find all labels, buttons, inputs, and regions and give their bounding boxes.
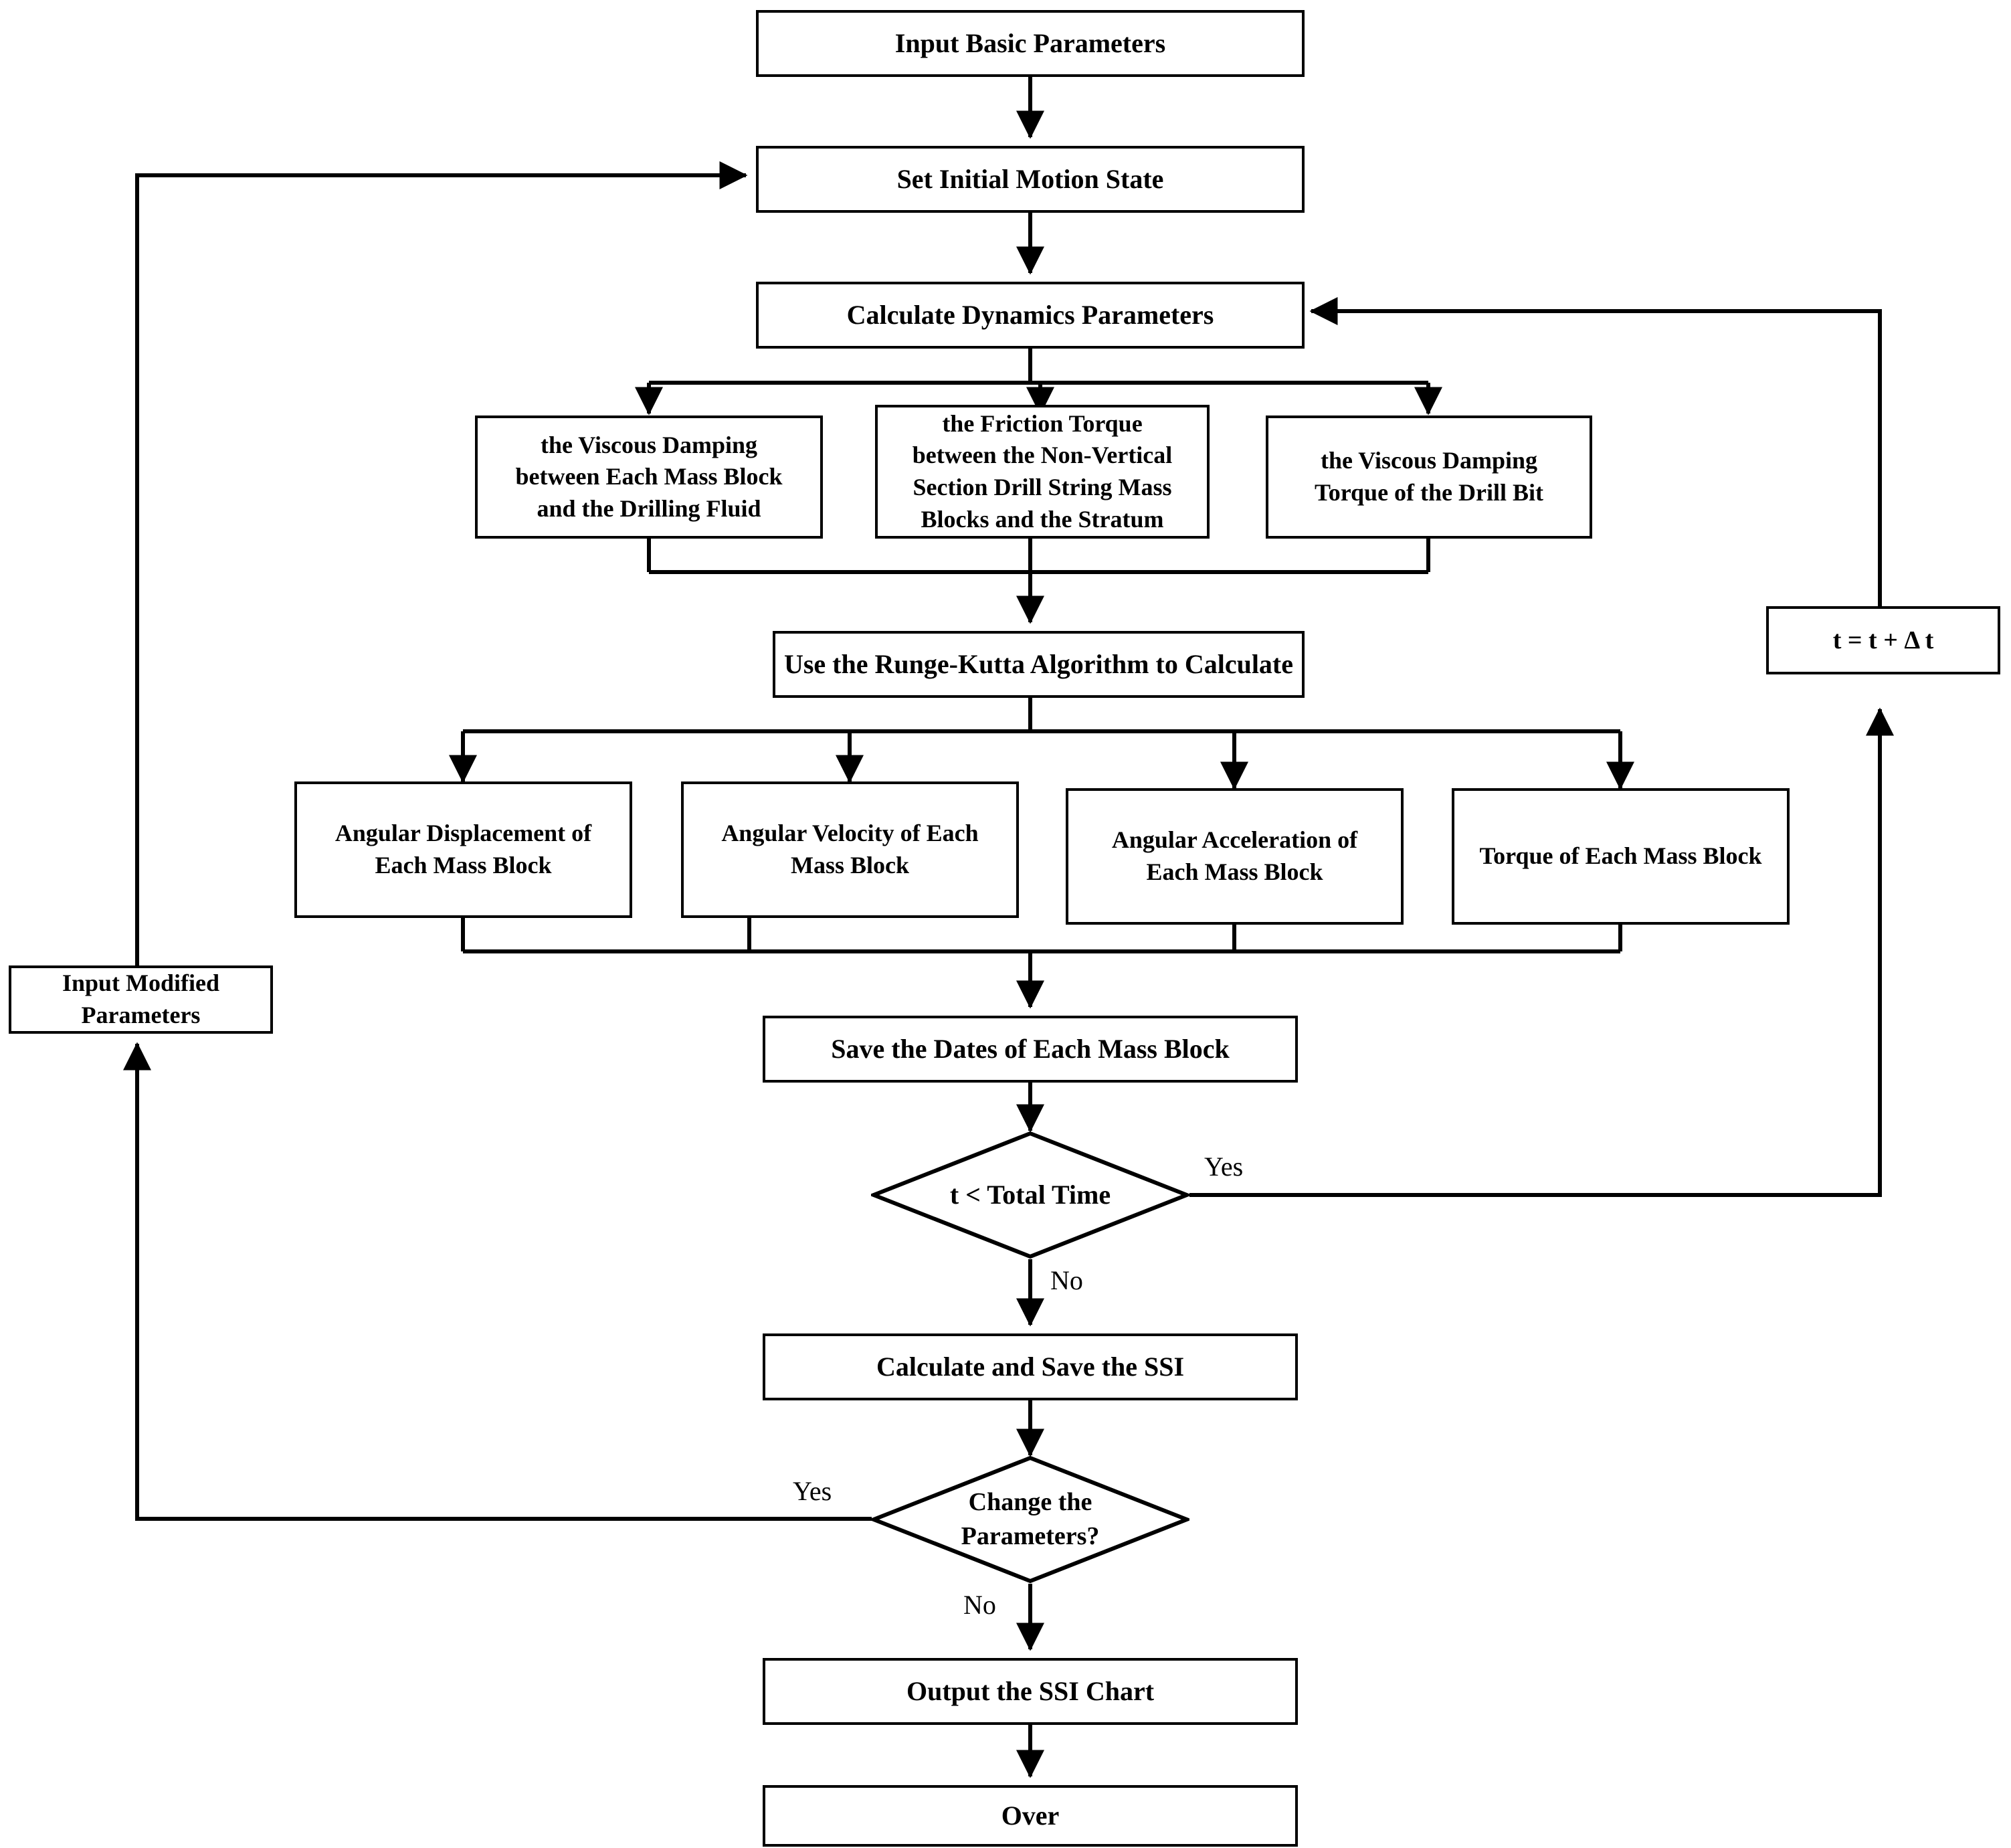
edge-decision2-yes [123, 1042, 872, 1521]
node-label: Over [1001, 1800, 1060, 1831]
edge-decision1-yes [1189, 707, 1894, 1197]
node-viscous-damping-drill-bit[interactable]: the Viscous Damping Torque of the Drill … [1266, 415, 1592, 539]
node-input-modified-parameters[interactable]: Input Modified Parameters [9, 965, 273, 1034]
node-label: Input Basic Parameters [894, 27, 1166, 58]
diamond-shape [871, 1131, 1189, 1259]
node-output-ssi-chart[interactable]: Output the SSI Chart [763, 1658, 1298, 1725]
edge-label-decision1-yes: Yes [1204, 1151, 1244, 1182]
node-label: Input Modified Parameters [62, 969, 220, 1028]
node-label: Calculate and Save the SSI [876, 1351, 1185, 1382]
node-torque-mass-block[interactable]: Torque of Each Mass Block [1452, 788, 1790, 925]
node-label: the Viscous Damping between Each Mass Bl… [515, 431, 783, 522]
node-time-increment[interactable]: t = t + Δ t [1766, 606, 2000, 674]
node-over[interactable]: Over [763, 1785, 1298, 1847]
node-label: Angular Velocity of Each Mass Block [721, 820, 979, 879]
node-label: Set Initial Motion State [896, 163, 1164, 194]
node-angular-velocity[interactable]: Angular Velocity of Each Mass Block [681, 781, 1019, 918]
edge-label-decision1-no: No [1050, 1265, 1083, 1295]
diamond-shape [871, 1455, 1189, 1584]
node-calculate-save-ssi[interactable]: Calculate and Save the SSI [763, 1333, 1298, 1400]
node-label: the Viscous Damping Torque of the Drill … [1314, 447, 1544, 506]
node-input-basic-parameters[interactable]: Input Basic Parameters [756, 10, 1305, 77]
node-label: Calculate Dynamics Parameters [846, 299, 1214, 330]
node-set-initial-motion-state[interactable]: Set Initial Motion State [756, 146, 1305, 213]
edge-modifiedparams-to-setinitial [135, 161, 748, 965]
node-label: Output the SSI Chart [906, 1675, 1155, 1706]
node-change-the-parameters[interactable]: Change the Parameters? [871, 1455, 1189, 1584]
node-save-dates[interactable]: Save the Dates of Each Mass Block [763, 1016, 1298, 1083]
edge-label-decision2-yes: Yes [793, 1476, 832, 1506]
node-t-less-total-time[interactable]: t < Total Time [871, 1131, 1189, 1259]
edge-timeincrement-to-calcdyn [1309, 297, 1882, 606]
node-angular-displacement[interactable]: Angular Displacement of Each Mass Block [294, 781, 632, 918]
node-label: Angular Acceleration of Each Mass Block [1111, 826, 1358, 885]
node-label: t = t + Δ t [1832, 626, 1934, 654]
node-label: Save the Dates of Each Mass Block [831, 1033, 1230, 1064]
node-friction-torque-stratum[interactable]: the Friction Torque between the Non-Vert… [875, 405, 1210, 539]
node-angular-acceleration[interactable]: Angular Acceleration of Each Mass Block [1066, 788, 1404, 925]
node-label: the Friction Torque between the Non-Vert… [912, 409, 1173, 533]
node-runge-kutta[interactable]: Use the Runge-Kutta Algorithm to Calcula… [773, 631, 1305, 698]
node-label: Use the Runge-Kutta Algorithm to Calcula… [783, 648, 1294, 679]
node-viscous-damping-mass-block-fluid[interactable]: the Viscous Damping between Each Mass Bl… [475, 415, 823, 539]
node-label: Torque of Each Mass Block [1479, 842, 1762, 870]
node-label: Angular Displacement of Each Mass Block [334, 820, 592, 879]
node-calculate-dynamics-parameters[interactable]: Calculate Dynamics Parameters [756, 282, 1305, 349]
edge-label-decision2-no: No [963, 1590, 996, 1620]
